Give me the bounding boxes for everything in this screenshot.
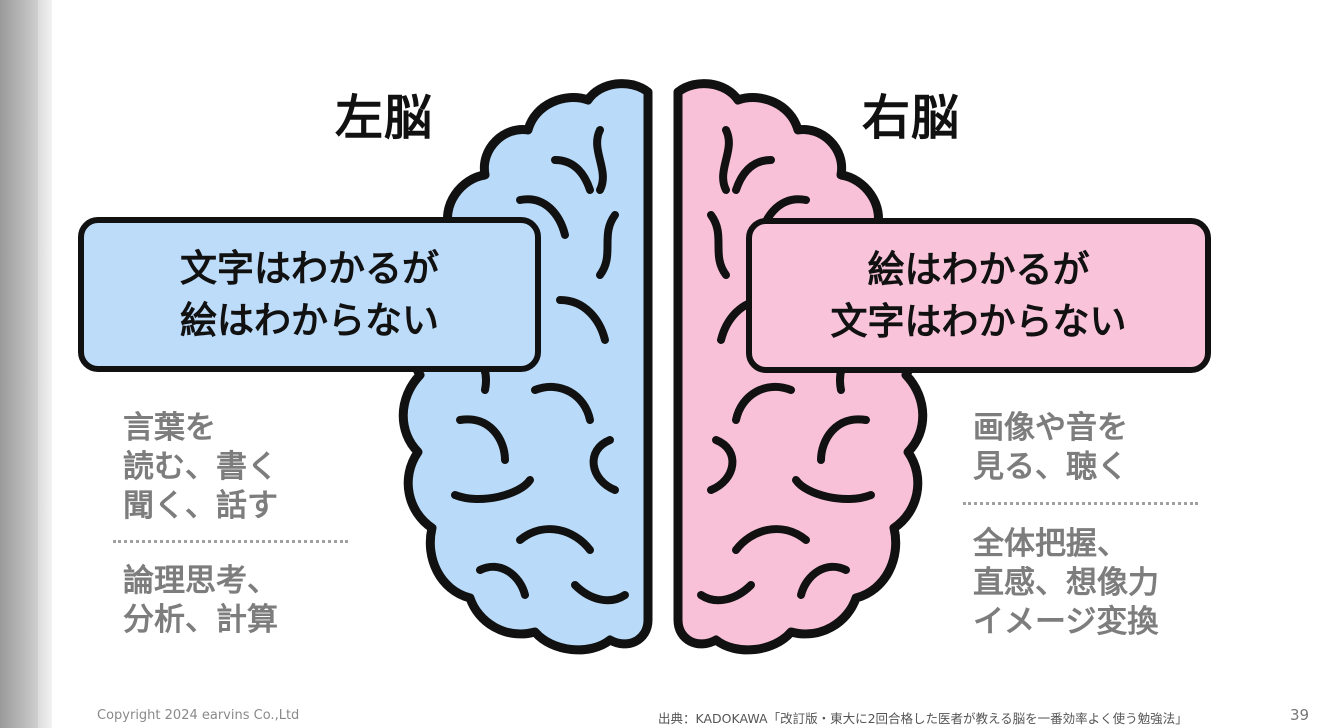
right-divider [963,502,1198,505]
right-callout-line2: 文字はわからない [830,299,1127,343]
right-brain-callout: 絵はわかるが 文字はわからない [746,218,1211,373]
right-features-intuition: 全体把握、 直感、想像力 イメージ変換 [973,525,1159,642]
left-callout-line2: 絵はわからない [180,298,439,342]
window-edge [0,0,38,728]
feature-line: 読む、書く [123,449,278,485]
left-brain-title: 左脳 [335,90,434,146]
left-brain-callout: 文字はわかるが 絵はわからない [78,217,541,372]
feature-line: 見る、聴く [973,449,1128,485]
right-brain-title: 右脳 [862,90,961,146]
copyright: Copyright 2024 earvins Co.,Ltd [97,708,300,723]
source-citation: 出典：KADOKAWA「改訂版・東大に2回合格した医者が教える脳を一番効率よく使… [658,711,1188,726]
left-features-language: 言葉を 読む、書く 聞く、話す [123,409,278,526]
left-callout-line1: 文字はわかるが [180,246,439,290]
feature-line: 全体把握、 [973,526,1128,562]
feature-line: 聞く、話す [123,488,278,524]
left-features-logic: 論理思考、 分析、計算 [123,562,278,640]
feature-line: イメージ変換 [973,604,1159,640]
right-callout-line1: 絵はわかるが [867,247,1090,291]
feature-line: 論理思考、 [123,563,278,599]
left-divider [113,540,348,543]
feature-line: 画像や音を [973,410,1128,446]
right-features-perception: 画像や音を 見る、聴く [973,409,1128,487]
page-number: 39 [1290,706,1310,724]
feature-line: 言葉を [123,410,216,446]
window-edge-shadow [38,0,52,728]
feature-line: 直感、想像力 [973,565,1159,601]
feature-line: 分析、計算 [123,602,278,638]
